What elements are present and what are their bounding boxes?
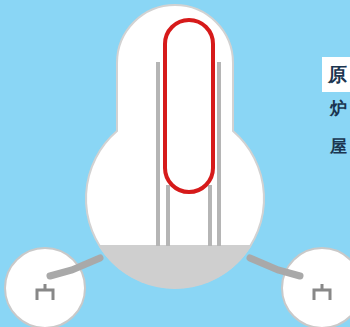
side-chamber: [5, 248, 85, 327]
heading-text: 原: [328, 63, 350, 86]
vessel-floor: [80, 245, 280, 305]
body-text: 炉: [330, 98, 347, 118]
side-chamber: [282, 248, 350, 327]
heading-band: 原: [322, 57, 350, 92]
body-text: 屋: [330, 136, 347, 156]
reactor-core: [165, 20, 213, 192]
